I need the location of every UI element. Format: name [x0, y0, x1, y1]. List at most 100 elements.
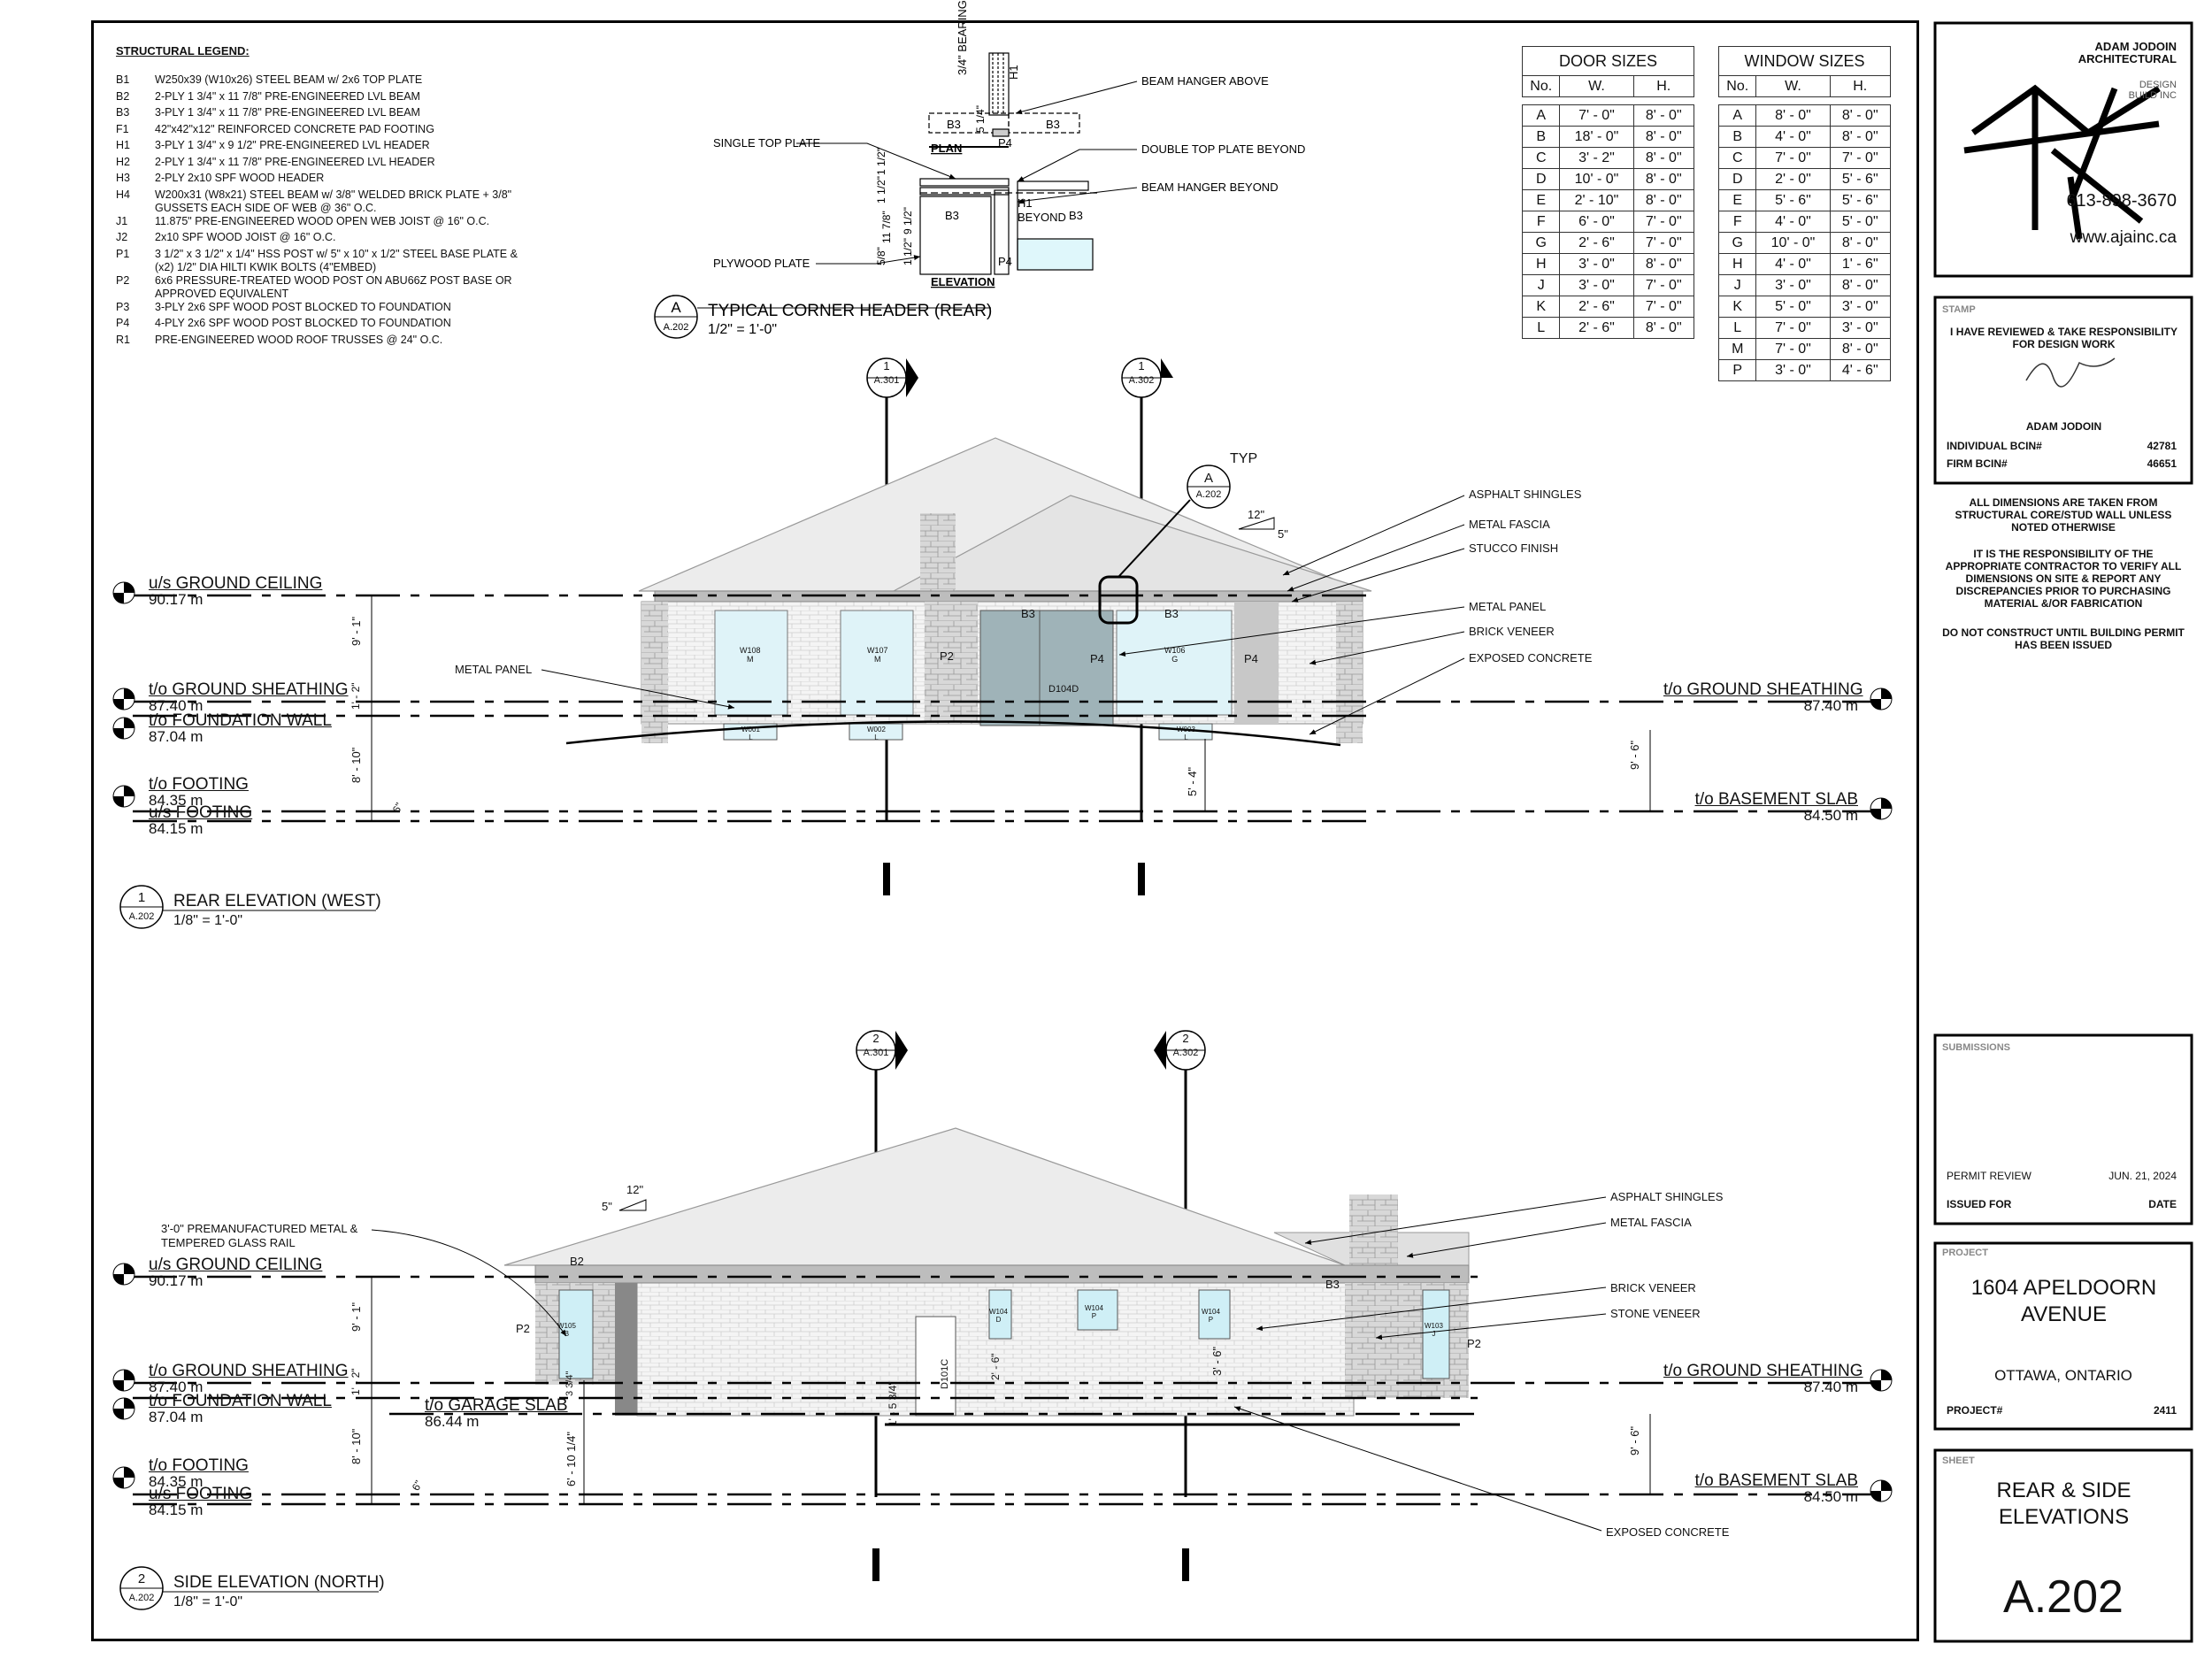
side-dim-6-10-1-4: 6' - 10 1/4": [565, 1431, 578, 1486]
detail-elevation-label: ELEVATION: [931, 275, 995, 288]
side-dim-1-5-3-4: 1' - 5 3/4": [887, 1381, 899, 1426]
schedule-title: DOOR SIZES: [1522, 46, 1694, 76]
schedule-cell: J: [1717, 274, 1757, 296]
schedule-cell: 5' - 0": [1755, 296, 1831, 318]
logo-web: www.ajainc.ca: [2070, 228, 2177, 247]
rear-level-lines: [133, 594, 1876, 823]
schedule-cell: M: [1717, 338, 1757, 360]
side-note-metal-fascia: METAL FASCIA: [1610, 1216, 1692, 1229]
detail-plan-label: PLAN: [931, 142, 962, 155]
rear-elevation-scale: 1/8" = 1'-0": [173, 913, 243, 928]
schedule-cell: K: [1521, 296, 1561, 318]
dimension-lines: [371, 595, 1651, 1504]
schedule-cell: 7' - 0": [1755, 317, 1831, 339]
side-slope-rise: 5": [602, 1200, 612, 1213]
schedule-cell: 8' - 0": [1632, 189, 1695, 211]
legend-code: J1: [116, 214, 128, 227]
rear-tag-num: 1: [137, 890, 146, 905]
side-note-brick-veneer: BRICK VENEER: [1610, 1281, 1696, 1294]
titleblock-frames: [1933, 21, 2193, 1643]
rear-dim-9-1: 9' - 1": [349, 616, 363, 646]
legend-code: P4: [116, 317, 130, 329]
rear-slope-run: 12": [1248, 508, 1265, 521]
side-tag-b3: B3: [1325, 1278, 1340, 1291]
schedule-cell: F: [1521, 211, 1561, 233]
rear-note-metal-panel: METAL PANEL: [1469, 600, 1547, 613]
note-beam-hanger-above: BEAM HANGER ABOVE: [1141, 74, 1269, 88]
side-tag-sheet: A.202: [128, 1593, 155, 1603]
schedule-cell: 10' - 0": [1755, 232, 1831, 254]
schedule-cell: 7' - 0": [1559, 104, 1634, 127]
side-dim-9-6: 9' - 6": [1628, 1425, 1641, 1455]
schedule-cell: E: [1717, 189, 1757, 211]
side-door-tag: D101C: [940, 1358, 950, 1389]
schedule-cell: H: [1717, 253, 1757, 275]
rear-elevation: [565, 357, 1372, 895]
legend-title: STRUCTURAL LEGEND:: [116, 44, 250, 58]
rear-note-asphalt-shingles: ASPHALT SHINGLES: [1469, 488, 1582, 501]
legend-code: F1: [116, 122, 129, 135]
legend-desc: W200x31 (W8x21) STEEL BEAM w/ 3/8" WELDE…: [155, 188, 512, 214]
side-dim-2-6: 2' - 6": [989, 1353, 1002, 1380]
bcin-label: INDIVIDUAL BCIN#: [1947, 440, 2042, 452]
side-elevation: [503, 1030, 1470, 1581]
project-name: 1604 APELDOORN AVENUE: [1970, 1276, 2157, 1326]
legend-code: P1: [116, 247, 130, 260]
schedule-cell: 2' - 6": [1559, 296, 1634, 318]
stamp-label: STAMP: [1942, 304, 1976, 315]
rear-tag-p4-mid: P4: [1090, 652, 1104, 665]
side-dim-3-3-4: 3 3/4": [565, 1371, 575, 1396]
legend-desc: 42"x42"x12" REINFORCED CONCRETE PAD FOOT…: [155, 122, 434, 135]
stamp-text: I HAVE REVIEWED & TAKE RESPONSIBILITY FO…: [1950, 326, 2177, 350]
side-slope-run: 12": [626, 1183, 644, 1196]
rear-tag-b3-left: B3: [1021, 607, 1035, 620]
legend-desc: W250x39 (W10x26) STEEL BEAM w/ 2x6 TOP P…: [155, 73, 423, 86]
rear-note-metal-panel-left: METAL PANEL: [455, 663, 533, 676]
sheet-number: A.202: [2003, 1571, 2124, 1623]
rear-note-exposed-concrete: EXPOSED CONCRETE: [1469, 651, 1593, 664]
legend-code: H3: [116, 172, 130, 184]
submission-date: JUN. 21, 2024: [2108, 1170, 2177, 1182]
schedule-cell: 7' - 0": [1755, 147, 1831, 169]
detail-b3-plan-right: B3: [1046, 118, 1060, 131]
drawing-border: [91, 20, 1919, 1641]
detail-dim-5-1-4: 5 1/4": [974, 105, 987, 133]
schedule-cell: 18' - 0": [1559, 126, 1634, 148]
rear-dim-8-10: 8' - 10": [349, 747, 363, 783]
side-dim-1-2: 1' - 2": [349, 1368, 362, 1395]
detail-dim-1-1-2a: 1 1/2": [875, 148, 887, 175]
logo-sub: DESIGN BUILD INC: [2128, 80, 2177, 101]
note-double-top-plate: DOUBLE TOP PLATE BEYOND: [1141, 142, 1305, 156]
legend-desc: 3-PLY 2x6 SPF WOOD POST BLOCKED TO FOUND…: [155, 300, 451, 313]
rear-door-tag: D104D: [1048, 684, 1079, 695]
schedule-cell: 8' - 0": [1829, 338, 1891, 360]
schedule-cell: E: [1521, 189, 1561, 211]
side-dim-3-6: 3' - 6": [1210, 1346, 1224, 1376]
side-tag-b2: B2: [570, 1255, 584, 1268]
schedule-cell: 4' - 0": [1755, 253, 1831, 275]
